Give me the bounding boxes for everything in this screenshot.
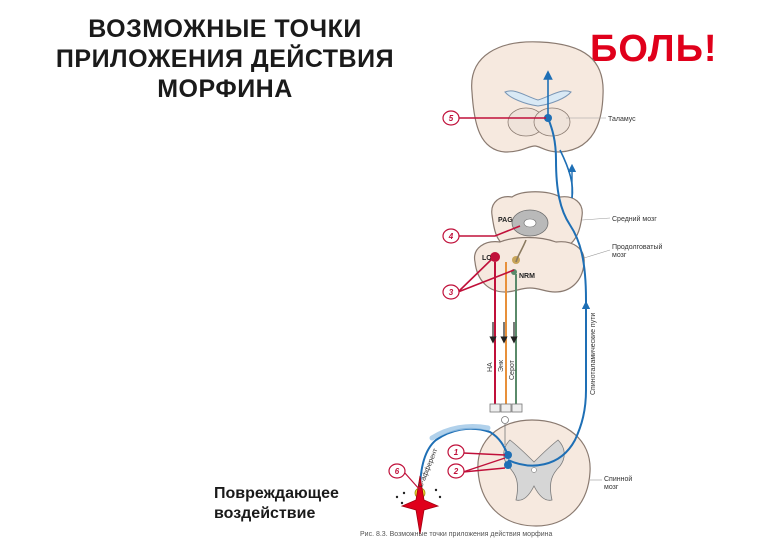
stimulus-label: Повреждающее воздействие <box>214 484 339 524</box>
ascending-pathway <box>507 70 591 467</box>
site-4-marker: 4 <box>442 228 460 244</box>
site-6-marker: 6 <box>388 463 406 479</box>
site-4-number: 4 <box>448 232 454 241</box>
site-6-number: 6 <box>395 467 400 476</box>
stimulus-line-1: Повреждающее <box>214 485 339 502</box>
spinothalamic-tract-label: Спиноталамические пути <box>590 313 597 395</box>
midbrain-label: Средний мозг <box>612 215 657 223</box>
pain-label: БОЛЬ! <box>590 28 718 70</box>
thalamus-label: Таламус <box>608 116 636 123</box>
fiber-sero-label: Серот <box>509 359 516 380</box>
medulla-label-1: Продолговатый <box>612 243 662 251</box>
title-line-1: ВОЗМОЖНЫЕ ТОЧКИ <box>88 15 362 43</box>
brain-section <box>471 41 604 153</box>
diagram-title: ВОЗМОЖНЫЕ ТОЧКИ ПРИЛОЖЕНИЯ ДЕЙСТВИЯ МОРФ… <box>0 14 450 104</box>
afferent-pathway <box>395 423 509 535</box>
brainstem-section <box>473 191 585 293</box>
pag-label: PAG <box>498 217 513 224</box>
spinal-cord-label-2: мозг <box>604 484 619 491</box>
title-line-2: ПРИЛОЖЕНИЯ ДЕЙСТВИЯ <box>55 45 395 73</box>
spinal-cord-section <box>477 419 591 527</box>
descending-pathways <box>489 239 527 445</box>
spinal-cord-label-1: Спинной <box>604 475 632 483</box>
site-pointers <box>403 117 546 491</box>
figure-caption: Рис. 8.3. Возможные точки приложения дей… <box>360 530 553 538</box>
nrm-label: NRM <box>519 273 535 280</box>
afferent-label: С-афферент <box>417 447 439 489</box>
title-line-3: МОРФИНА <box>157 75 293 103</box>
site-1-number: 1 <box>454 448 459 457</box>
site-2-marker: 2 <box>447 463 465 479</box>
site-5-marker: 5 <box>442 110 460 126</box>
stimulus-line-2: воздействие <box>214 505 316 522</box>
site-5-number: 5 <box>449 114 454 123</box>
site-2-number: 2 <box>453 467 459 476</box>
medulla-label-2: мозг <box>612 252 627 259</box>
lc-label: LC <box>482 255 491 262</box>
fiber-enk-label: Энк <box>498 359 505 372</box>
fiber-na-label: НА <box>487 362 494 372</box>
site-1-marker: 1 <box>447 444 465 460</box>
site-3-marker: 3 <box>442 284 460 300</box>
site-3-number: 3 <box>449 288 454 297</box>
